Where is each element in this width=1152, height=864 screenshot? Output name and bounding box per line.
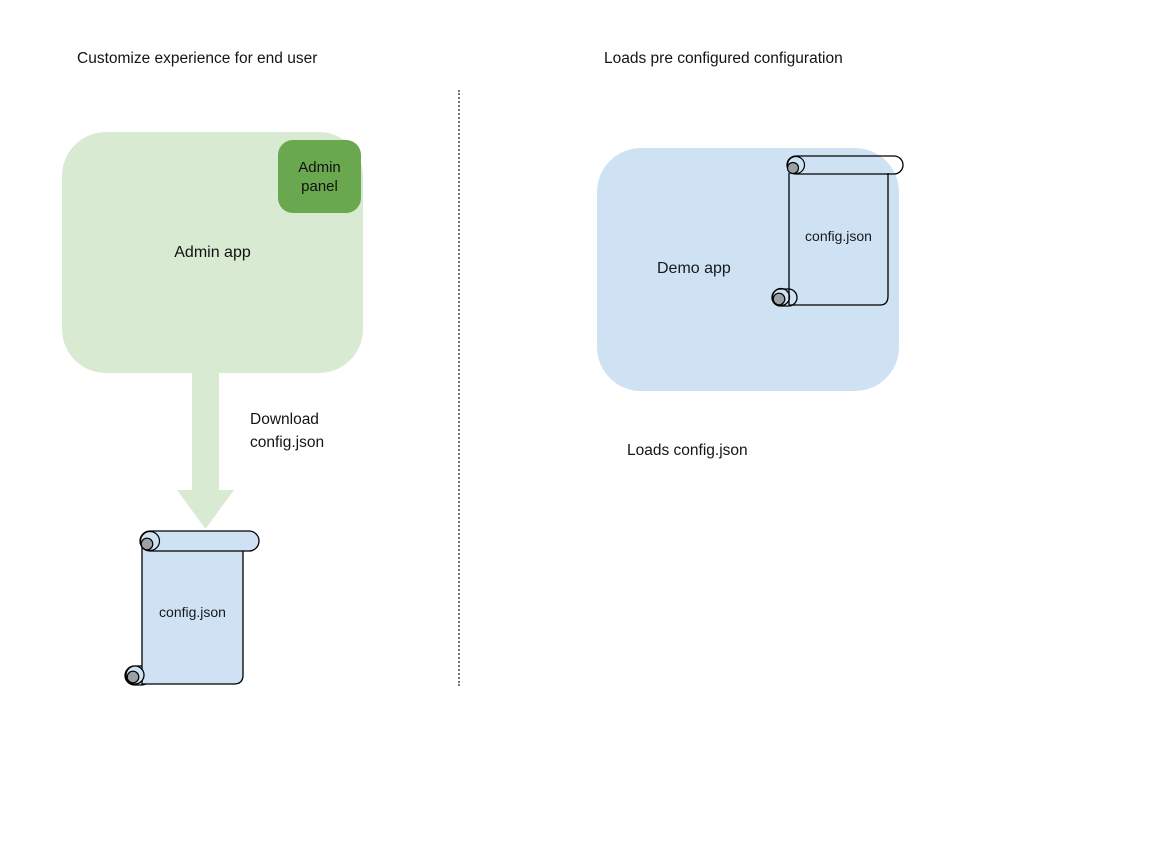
left-section-heading: Customize experience for end user — [77, 50, 318, 67]
config-json-label-left: config.json — [159, 604, 226, 620]
loads-config-caption: Loads config.json — [627, 442, 748, 459]
config-json-scroll-icon — [124, 530, 260, 686]
download-config-caption: Download config.json — [250, 411, 325, 451]
demo-app-label: Demo app — [657, 260, 731, 277]
admin-panel-box: Admin panel — [278, 140, 361, 213]
download-arrow-icon — [177, 372, 234, 529]
right-section-heading: Loads pre configured configuration — [604, 50, 843, 67]
admin-app-label: Admin app — [174, 243, 251, 261]
demo-app-box: Demo app — [597, 148, 899, 391]
config-json-scroll-icon — [771, 155, 904, 307]
section-divider-dotted-line — [458, 90, 460, 686]
admin-panel-label: Admin panel — [298, 158, 341, 195]
config-json-label-right: config.json — [805, 228, 872, 244]
